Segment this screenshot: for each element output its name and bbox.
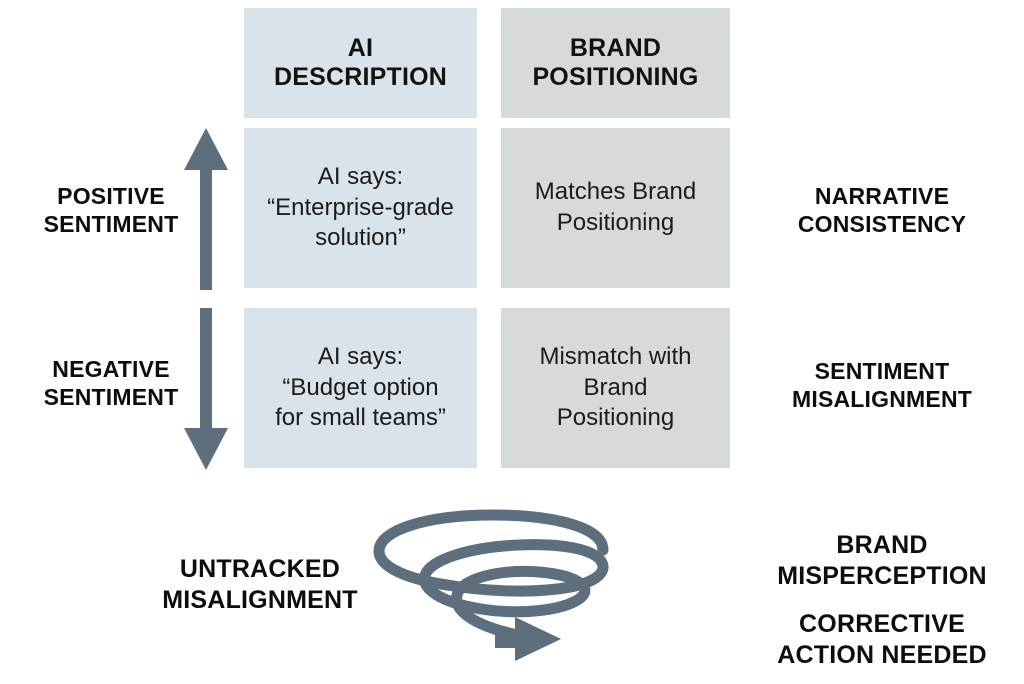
cell-positive-brand-positioning: Matches Brand Positioning bbox=[501, 128, 730, 288]
row-label-positive-sentiment: POSITIVE SENTIMENT bbox=[43, 183, 179, 238]
down-arrow-icon bbox=[184, 308, 228, 470]
column-header-brand-positioning: BRAND POSITIONING bbox=[501, 8, 730, 118]
bottom-outcome-corrective-action: CORRECTIVE ACTION NEEDED bbox=[777, 610, 987, 669]
cell-positive-ai-description: AI says: “Enterprise-grade solution” bbox=[244, 128, 477, 288]
column-header-ai-description-text: AI DESCRIPTION bbox=[273, 33, 448, 92]
column-header-brand-positioning-text: BRAND POSITIONING bbox=[532, 33, 699, 92]
cell-negative-ai-description: AI says: “Budget option for small teams” bbox=[244, 308, 477, 468]
row-label-negative-sentiment: NEGATIVE SENTIMENT bbox=[43, 356, 179, 411]
cell-positive-ai-description-text: AI says: “Enterprise-grade solution” bbox=[267, 162, 454, 252]
cell-negative-brand-positioning: Mismatch with Brand Positioning bbox=[501, 308, 730, 468]
up-arrow-icon bbox=[184, 128, 228, 290]
downward-spiral-arrow-icon bbox=[365, 505, 625, 670]
bottom-label-untracked-misalignment: UNTRACKED MISALIGNMENT bbox=[162, 555, 358, 614]
cell-positive-brand-positioning-text: Matches Brand Positioning bbox=[534, 178, 697, 236]
cell-negative-ai-description-text: AI says: “Budget option for small teams” bbox=[275, 342, 446, 432]
row-outcome-sentiment-misalignment: SENTIMENT MISALIGNMENT bbox=[792, 358, 972, 413]
cell-negative-brand-positioning-text: Mismatch with Brand Positioning bbox=[539, 342, 692, 432]
column-header-ai-description: AI DESCRIPTION bbox=[244, 8, 477, 118]
row-outcome-narrative-consistency: NARRATIVE CONSISTENCY bbox=[797, 183, 967, 238]
bottom-outcome-brand-misperception: BRAND MISPERCEPTION bbox=[777, 531, 987, 590]
